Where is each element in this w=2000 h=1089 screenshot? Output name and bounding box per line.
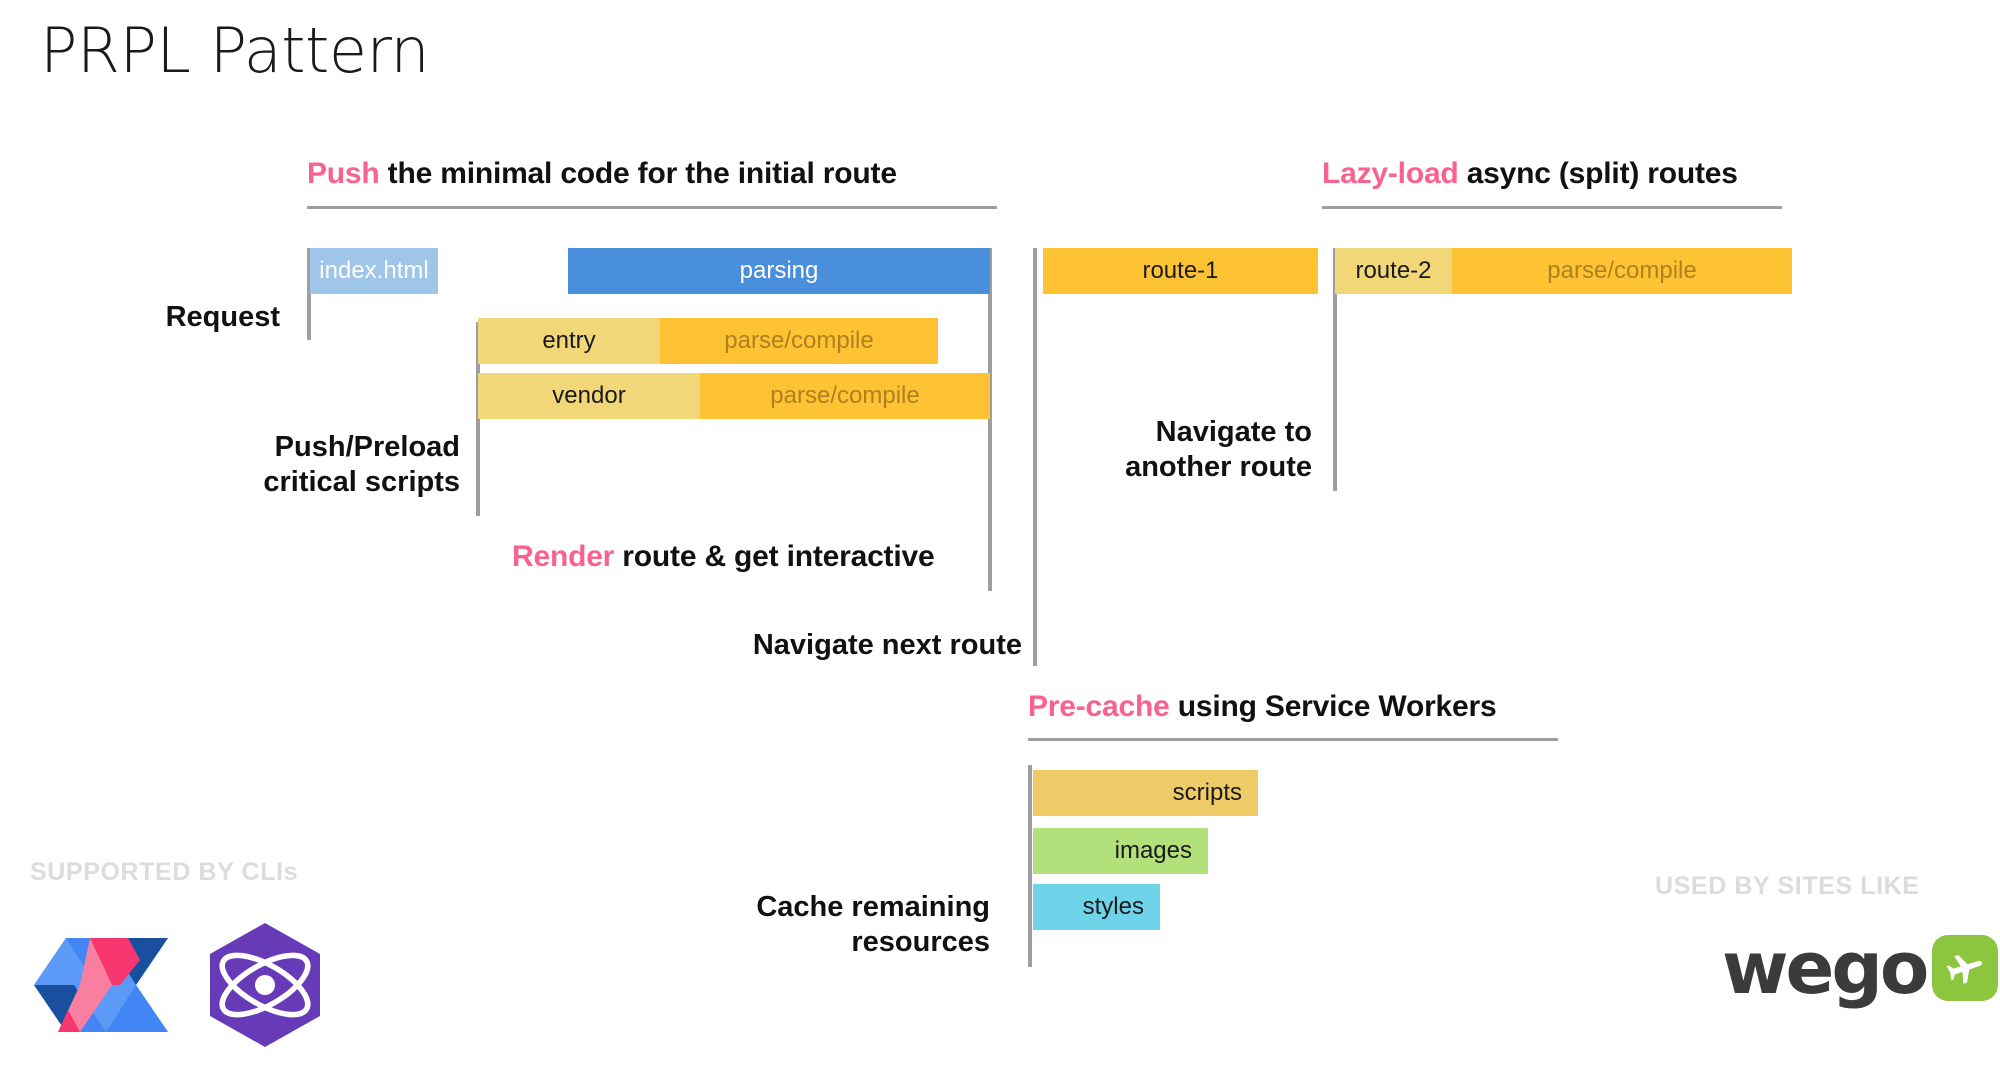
section-heading-push-accent: Push — [307, 157, 380, 190]
bar-styles[interactable]: styles — [1033, 884, 1160, 930]
bar-segment-vendor-parse-compile: parse/compile — [700, 373, 990, 419]
timeline-guide-navigate-next — [1033, 248, 1037, 666]
section-rule-push — [307, 206, 997, 209]
bar-route-2[interactable]: route-2 parse/compile — [1335, 248, 1792, 294]
bar-images[interactable]: images — [1033, 828, 1208, 874]
bar-segment-parsing: parsing — [568, 248, 990, 294]
section-heading-render-rest: route & get interactive — [614, 540, 935, 573]
timeline-guide-navigate-another — [1333, 248, 1337, 491]
section-rule-lazy — [1322, 206, 1782, 209]
section-heading-lazy-rest: async (split) routes — [1458, 157, 1738, 190]
section-heading-precache-accent: Pre-cache — [1028, 690, 1170, 723]
page-title: PRPL Pattern — [40, 14, 430, 87]
bar-segment-entry-parse-compile: parse/compile — [660, 318, 938, 364]
timeline-guide-precache — [1028, 765, 1032, 967]
footer-caption-supported-by: SUPPORTED BY CLIs — [30, 858, 299, 886]
bar-segment-route-2: route-2 — [1335, 248, 1452, 294]
footer-caption-used-by: USED BY SITES LIKE — [1655, 872, 1920, 900]
preact-logo-icon — [200, 920, 330, 1050]
polymer-logo-icon — [28, 930, 173, 1040]
bar-entry[interactable]: entry parse/compile — [478, 318, 938, 364]
timeline-guide-request — [307, 248, 311, 340]
stage-label-navigate-another-route: Navigate to another route — [1125, 416, 1312, 484]
wego-wordmark: wego — [1722, 926, 1929, 1010]
section-rule-precache — [1028, 738, 1558, 741]
bar-segment-styles: styles — [1033, 884, 1160, 930]
stage-label-push-preload: Push/Preload critical scripts — [263, 431, 460, 499]
timeline-guide-push-preload — [476, 322, 480, 516]
bar-parsing[interactable]: parsing — [568, 248, 990, 294]
bar-segment-images: images — [1033, 828, 1208, 874]
section-heading-render-accent: Render — [512, 540, 615, 573]
timeline-guide-render — [988, 248, 992, 591]
bar-segment-route-1: route-1 — [1043, 248, 1318, 294]
bar-route-1[interactable]: route-1 — [1043, 248, 1318, 294]
section-heading-lazy: Lazy-load async (split) routes — [1322, 157, 1738, 191]
bar-segment-entry: entry — [478, 318, 660, 364]
bar-segment-index-html: index.html — [310, 248, 438, 294]
section-heading-precache: Pre-cache using Service Workers — [1028, 690, 1497, 724]
section-heading-render: Render route & get interactive — [512, 540, 935, 574]
wego-logo: wego — [1722, 926, 1999, 1010]
bar-scripts[interactable]: scripts — [1033, 770, 1258, 816]
section-heading-push: Push the minimal code for the initial ro… — [307, 157, 897, 191]
section-heading-precache-rest: using Service Workers — [1169, 690, 1497, 723]
stage-label-cache-remaining: Cache remaining resources — [756, 891, 990, 959]
bar-index-html[interactable]: index.html — [310, 248, 438, 294]
stage-label-navigate-next-route: Navigate next route — [752, 629, 1022, 661]
section-heading-lazy-accent: Lazy-load — [1322, 157, 1459, 190]
bar-segment-route-2-parse-compile: parse/compile — [1452, 248, 1792, 294]
stage-label-request: Request — [165, 301, 280, 333]
bar-segment-scripts: scripts — [1033, 770, 1258, 816]
section-heading-push-rest: the minimal code for the initial route — [379, 157, 897, 190]
bar-vendor[interactable]: vendor parse/compile — [478, 373, 990, 419]
bar-segment-vendor: vendor — [478, 373, 700, 419]
airplane-icon — [1932, 935, 1999, 1001]
